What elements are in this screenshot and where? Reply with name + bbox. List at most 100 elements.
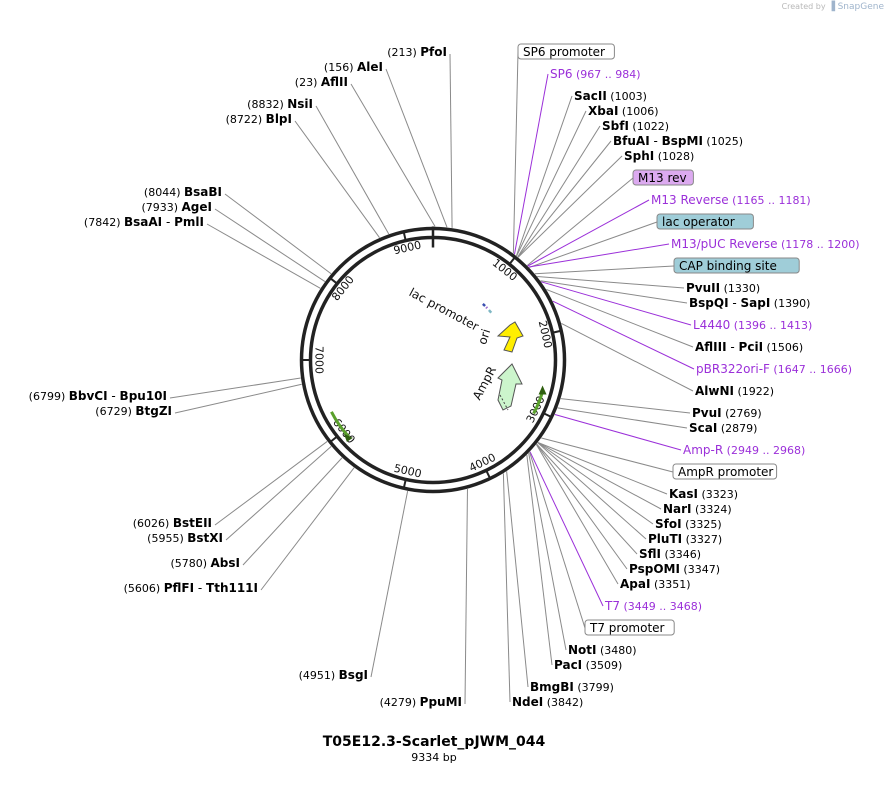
primer-range: (1647 .. 1666) xyxy=(770,363,852,376)
leader-line xyxy=(541,437,674,473)
enzyme-name: BspQI xyxy=(689,296,729,310)
site-position: (1003) xyxy=(607,90,647,103)
leader-line xyxy=(513,73,549,255)
site-position: (1390) xyxy=(770,297,810,310)
site-position: (2879) xyxy=(717,422,757,435)
plasmid-name: T05E12.3-Scarlet_pJWM_044 xyxy=(322,734,546,750)
leader-line xyxy=(260,467,355,591)
site-label: BmgBI (3799) xyxy=(530,680,614,694)
ampr-segment xyxy=(499,394,509,411)
primer-name: SP6 xyxy=(550,67,573,81)
enzyme-name: PluTI xyxy=(648,532,682,546)
feature-box xyxy=(632,169,694,186)
ampr-arrow xyxy=(497,363,523,411)
ring-tick xyxy=(402,230,407,241)
enzyme-name: PciI xyxy=(739,340,764,354)
feature-box xyxy=(517,43,615,60)
inner-label-ampr: AmpR xyxy=(470,364,499,402)
primer-range: (967 .. 984) xyxy=(573,68,641,81)
site-position: (3324) xyxy=(692,503,732,516)
leader-line xyxy=(541,281,692,326)
feature-segment xyxy=(482,303,486,307)
enzyme-name: NdeI xyxy=(512,695,543,709)
site-label: (8722) BlpI xyxy=(226,112,292,126)
leader-line xyxy=(512,51,519,254)
leader-line xyxy=(557,407,688,429)
site-position: (3325) xyxy=(682,518,722,531)
primer-name: pBR322ori-F xyxy=(696,362,770,376)
site-label: SflI (3346) xyxy=(639,547,701,561)
site-position: (1922) xyxy=(734,385,774,398)
site-label: SfoI (3325) xyxy=(655,517,722,531)
site-position: (4279) xyxy=(380,696,420,709)
leader-line xyxy=(529,451,586,629)
leader-line xyxy=(224,193,332,275)
leader-line xyxy=(214,441,328,526)
feature-segment xyxy=(487,309,493,314)
feature-box xyxy=(584,619,675,636)
site-label: (156) AleI xyxy=(324,60,383,74)
leader-line xyxy=(515,95,573,256)
leader-line xyxy=(528,453,567,651)
ori-arrow xyxy=(496,321,524,353)
site-label: (8044) BsaBI xyxy=(144,185,222,199)
feature-box xyxy=(656,213,754,230)
ring-tick xyxy=(542,412,553,419)
site-position: (6729) xyxy=(95,405,135,418)
primer-label: M13 Reverse (1165 .. 1181) xyxy=(651,193,811,207)
leader-line xyxy=(537,442,668,495)
leader-line xyxy=(517,125,601,258)
enzyme-name: BstEII xyxy=(173,516,212,530)
site-position: (6799) xyxy=(29,390,69,403)
site-label: (7933) AgeI xyxy=(141,200,212,214)
primer-label: L4440 (1396 .. 1413) xyxy=(693,318,812,332)
enzyme-name: PfoI xyxy=(420,45,447,59)
site-labels: (213) PfoI(156) AleI(23) AflII(8832) Nsi… xyxy=(29,43,860,709)
ring-outer xyxy=(299,226,567,494)
site-position: (1022) xyxy=(629,120,669,133)
site-position: (6026) xyxy=(133,517,173,530)
site-label: SbfI (1022) xyxy=(602,119,669,133)
primer-name: T7 xyxy=(604,599,620,613)
site-position: (213) xyxy=(387,46,420,59)
ring-tick-label: 9000 xyxy=(392,238,422,257)
feature-box-label: M13 rev xyxy=(638,171,687,185)
site-position: (5780) xyxy=(170,557,210,570)
site-position: (156) xyxy=(324,61,357,74)
enzyme-name: ScaI xyxy=(689,421,717,435)
leader-line xyxy=(315,105,390,235)
site-position: (3346) xyxy=(661,548,701,561)
ring-tick xyxy=(402,479,407,490)
site-position: (3327) xyxy=(682,533,722,546)
ring-tick xyxy=(552,329,563,334)
enzyme-name: AgeI xyxy=(182,200,212,214)
enzyme-name: AflII xyxy=(321,75,348,89)
site-label: SacII (1003) xyxy=(574,89,647,103)
primer-label: SP6 (967 .. 984) xyxy=(550,67,641,81)
enzyme-name: NarI xyxy=(663,502,692,516)
enzyme-name: PmlI xyxy=(174,215,204,229)
site-label: PluTI (3327) xyxy=(648,532,722,546)
plasmid-length: 9334 bp xyxy=(411,751,457,764)
site-label: ScaI (2879) xyxy=(689,421,757,435)
leader-line xyxy=(502,473,511,703)
primer-label: pBR322ori-F (1647 .. 1666) xyxy=(696,362,852,376)
site-position: (3351) xyxy=(650,578,690,591)
site-label: (4279) PpuMI xyxy=(380,695,462,709)
enzyme-name: AbsI xyxy=(211,556,240,570)
site-label: (5606) PflFI - Tth111I xyxy=(124,581,258,595)
enzyme-name: AleI xyxy=(357,60,383,74)
leader-line xyxy=(385,68,448,228)
enzyme-name: PvuII xyxy=(686,281,720,295)
site-label: NarI (3324) xyxy=(663,502,732,516)
ring-tick-label: 2000 xyxy=(536,319,555,349)
primer-range: (1165 .. 1181) xyxy=(729,194,811,207)
primer-name: M13 Reverse xyxy=(651,193,729,207)
leader-line xyxy=(527,199,650,267)
leader-line xyxy=(546,288,694,348)
enzyme-name: BsaBI xyxy=(184,185,222,199)
leader-line xyxy=(536,443,638,555)
site-position: (8044) xyxy=(144,186,184,199)
enzyme-name: BmgBI xyxy=(530,680,574,694)
leader-line xyxy=(561,323,694,392)
